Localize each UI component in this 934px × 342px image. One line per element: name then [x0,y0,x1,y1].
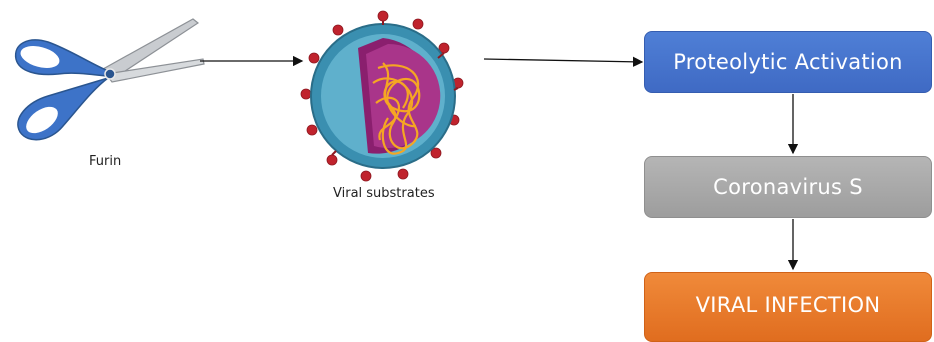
proteolytic-activation-box: Proteolytic Activation [644,31,932,93]
viral-infection-box: VIRAL INFECTION [644,272,932,342]
proteolytic-activation-label: Proteolytic Activation [673,50,903,74]
arrow-substrates-to-activation [484,59,642,62]
diagram: Furin Viral substra [0,0,934,333]
coronavirus-s-box: Coronavirus S [644,156,932,218]
viral-infection-label: VIRAL INFECTION [696,293,881,317]
coronavirus-s-label: Coronavirus S [713,175,863,199]
